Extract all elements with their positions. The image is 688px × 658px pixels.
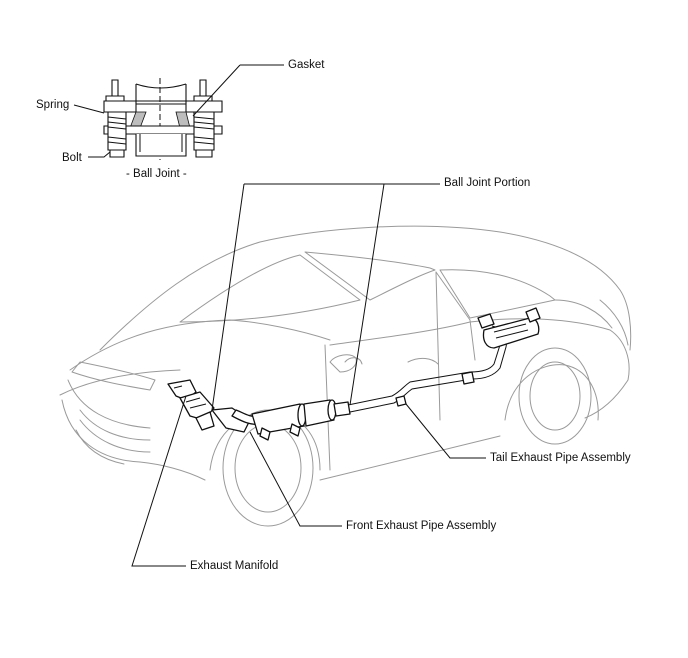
ball-joint-caption: - Ball Joint - <box>126 168 187 180</box>
exhaust-system <box>167 307 541 441</box>
tail-exhaust-pipe <box>347 307 541 413</box>
front-exhaust-pipe <box>211 399 351 441</box>
gasket-label: Gasket <box>288 59 325 71</box>
leader-lines <box>131 183 486 567</box>
car-body <box>59 225 632 527</box>
spring-label: Spring <box>36 99 70 111</box>
bolt-label: Bolt <box>62 152 82 164</box>
ball-joint-portion-label: Ball Joint Portion <box>444 177 531 189</box>
exhaust-manifold <box>167 379 215 431</box>
front-exhaust-pipe-label: Front Exhaust Pipe Assembly <box>346 520 497 532</box>
tail-exhaust-pipe-label: Tail Exhaust Pipe Assembly <box>490 452 631 464</box>
exhaust-manifold-label: Exhaust Manifold <box>190 560 279 572</box>
ball-joint-detail <box>73 64 284 160</box>
